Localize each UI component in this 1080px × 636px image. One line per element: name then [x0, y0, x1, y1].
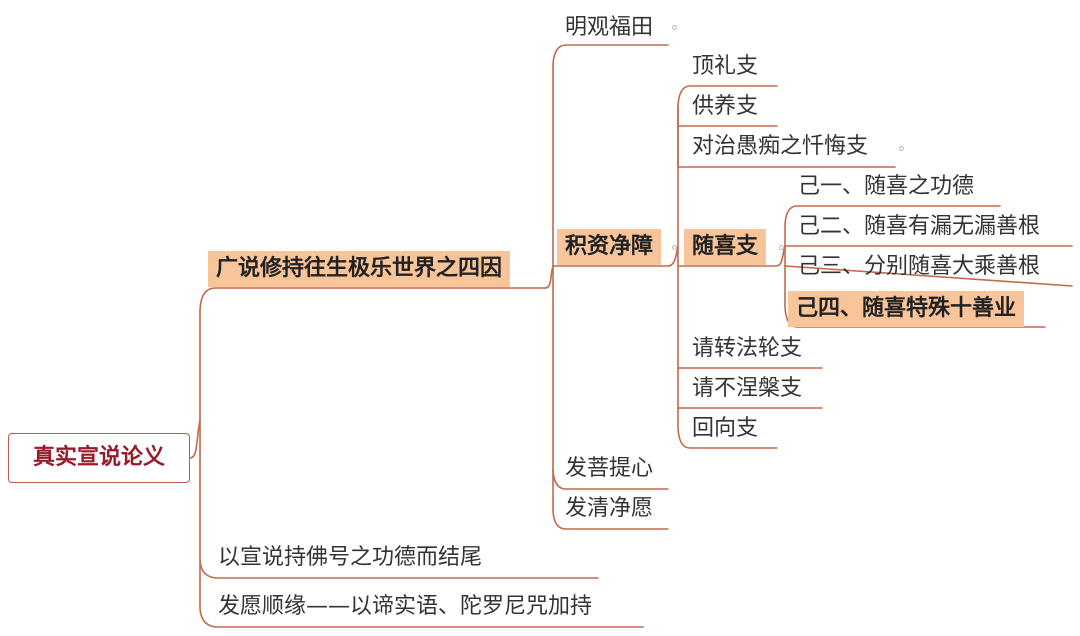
- collapse-dot-icon: [779, 245, 784, 250]
- node-offering[interactable]: 供养支: [692, 94, 759, 119]
- root-node[interactable]: 真实宣说论义: [8, 433, 190, 483]
- node-ending[interactable]: 以宣说持佛号之功德而结尾: [218, 545, 483, 570]
- collapse-dot-icon: [899, 146, 904, 151]
- node-j3[interactable]: 己三、分别随喜大乘善根: [798, 254, 1041, 279]
- node-confession[interactable]: 对治愚痴之忏悔支: [692, 134, 869, 159]
- node-accumulate[interactable]: 积资净障: [557, 229, 662, 265]
- collapse-dot-icon: [672, 25, 677, 30]
- node-four-causes[interactable]: 广说修持往生极乐世界之四因: [208, 251, 511, 287]
- node-j4[interactable]: 己四、随喜特殊十善业: [788, 291, 1025, 327]
- node-bodhicitta[interactable]: 发菩提心: [565, 456, 654, 481]
- node-pure-wish[interactable]: 发清净愿: [565, 496, 654, 521]
- node-j1[interactable]: 己一、随喜之功德: [798, 174, 975, 199]
- node-not-nirvana[interactable]: 请不涅槃支: [692, 376, 803, 401]
- node-field[interactable]: 明观福田: [565, 15, 654, 40]
- node-rejoicing[interactable]: 随喜支: [684, 229, 767, 265]
- node-prostration[interactable]: 顶礼支: [692, 54, 759, 79]
- collapse-dot-icon: [672, 245, 677, 250]
- node-turn-wheel[interactable]: 请转法轮支: [692, 336, 803, 361]
- node-j2[interactable]: 己二、随喜有漏无漏善根: [798, 214, 1041, 239]
- node-aspiration[interactable]: 发愿顺缘——以谛实语、陀罗尼咒加持: [218, 594, 593, 619]
- node-dedication[interactable]: 回向支: [692, 416, 759, 441]
